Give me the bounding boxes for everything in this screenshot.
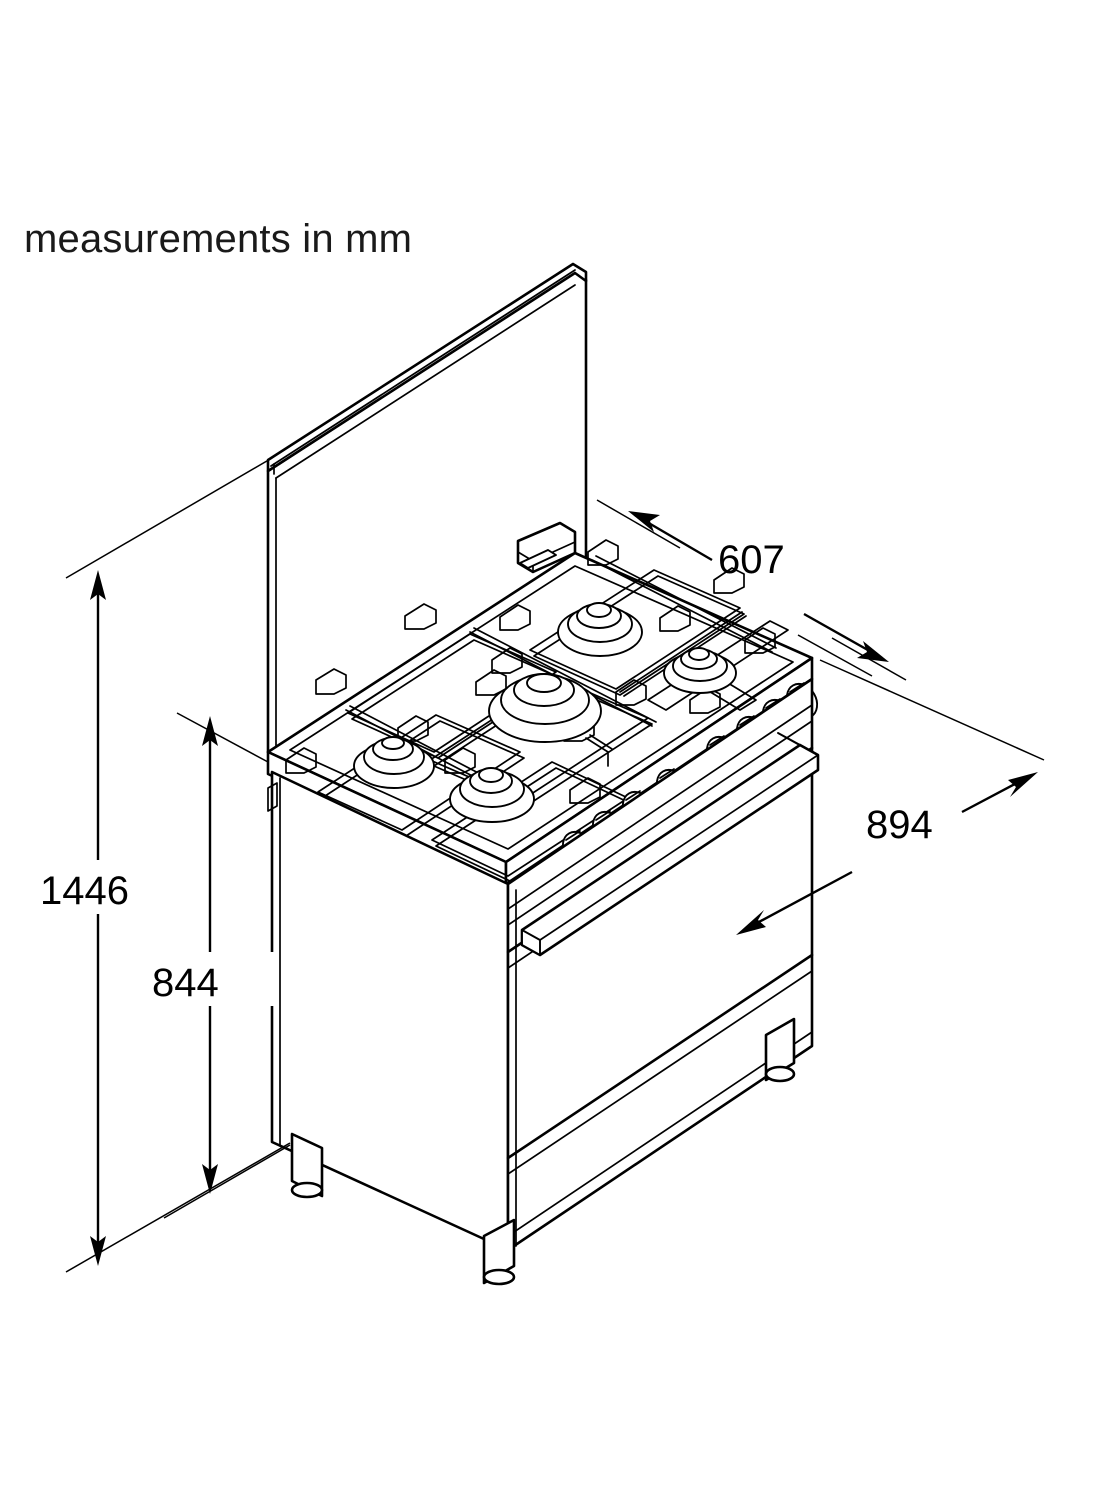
burner-front-left — [353, 736, 435, 789]
dimension-worktop-height: 844 — [148, 712, 291, 1219]
lid-hinge-bracket — [516, 521, 577, 574]
gas-burners — [353, 602, 737, 823]
measurement-unit-note: measurements in mm — [24, 217, 412, 261]
dimension-label-worktop-height: 844 — [152, 961, 219, 1005]
foot — [290, 1132, 324, 1199]
burner-front-center — [449, 767, 535, 823]
oven-door-handle[interactable] — [520, 732, 820, 957]
dimension-label-width: 894 — [866, 803, 933, 847]
dimension-label-depth: 607 — [718, 538, 785, 582]
dimension-depth: 607 — [596, 499, 907, 681]
burner-rear-center — [557, 602, 643, 657]
adjustable-feet — [290, 1017, 796, 1286]
dimension-width: 894 — [736, 634, 1045, 935]
burner-right — [663, 647, 737, 694]
burner-center-large — [488, 673, 602, 743]
dimension-total-height: 1446 — [36, 457, 291, 1273]
range-lid — [266, 262, 588, 760]
dimension-label-total-height: 1446 — [40, 869, 129, 913]
foot — [764, 1017, 796, 1083]
foot — [482, 1218, 516, 1286]
